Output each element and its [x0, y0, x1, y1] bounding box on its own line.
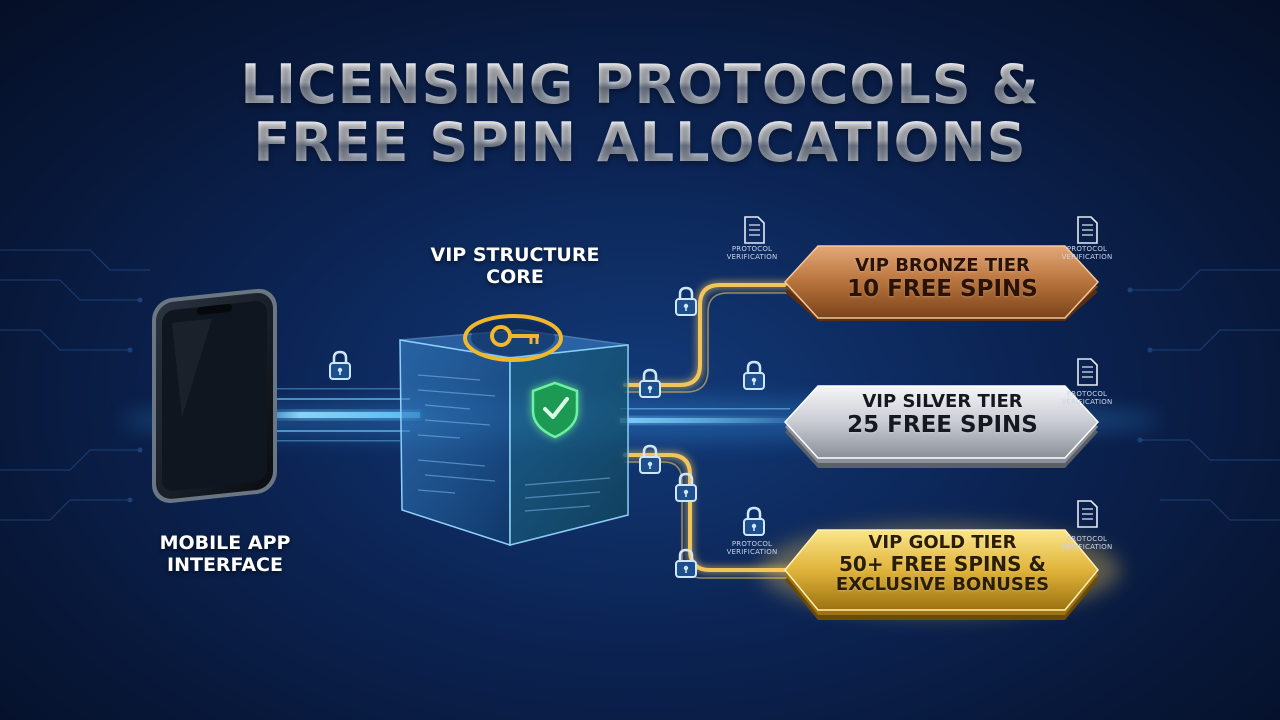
tier-plate-gold: [760, 525, 1120, 620]
document-icon: [1077, 500, 1098, 528]
tier-gold-extra: EXCLUSIVE BONUSES: [835, 574, 1050, 595]
verification-caption-3-line-1: PROTOCOL: [1066, 390, 1108, 398]
tier-silver-spins: 25 FREE SPINS: [847, 412, 1038, 438]
lock-icon: [675, 548, 697, 578]
title-line-2: FREE SPIN ALLOCATIONS: [0, 114, 1280, 172]
verification-caption-1-line-1: PROTOCOL: [731, 245, 773, 253]
lock-icon: [639, 368, 661, 398]
tier-silver: VIP SILVER TIER 25 FREE SPINS: [800, 391, 1085, 439]
circuit-lines-right: [1127, 269, 1280, 521]
lock-icon: [743, 506, 765, 536]
verification-caption-5: PROTOCOL VERIFICATION: [1057, 535, 1117, 551]
tier-gold-name: VIP GOLD TIER: [868, 532, 1017, 553]
lock-icon: [743, 360, 765, 390]
code-lines: [417, 374, 611, 512]
mobile-label-line-1: MOBILE APP: [159, 532, 291, 554]
tier-plate-silver: [783, 385, 1100, 468]
title-line-1: LICENSING PROTOCOLS &: [0, 56, 1280, 114]
lock-icon: [639, 444, 661, 474]
verification-caption-3-line-2: VERIFICATION: [1061, 398, 1113, 406]
vip-core-cube: [399, 329, 629, 547]
verification-caption-3: PROTOCOL VERIFICATION: [1057, 390, 1117, 406]
verification-caption-4-line-2: VERIFICATION: [726, 548, 778, 556]
verification-caption-4-line-1: PROTOCOL: [731, 540, 773, 548]
lock-icon: [675, 472, 697, 502]
tier-plate-bronze: [783, 245, 1100, 321]
lock-icon: [675, 286, 697, 316]
verification-caption-5-line-1: PROTOCOL: [1066, 535, 1108, 543]
verification-caption-1-line-2: VERIFICATION: [726, 253, 778, 261]
lock-icon: [329, 350, 351, 380]
document-icon: [1077, 358, 1098, 386]
tier-bronze-name: VIP BRONZE TIER: [855, 255, 1030, 276]
circuit-trace-to-bronze: [623, 283, 802, 393]
shield-check-icon: [531, 381, 579, 439]
document-icon: [1077, 216, 1098, 244]
circuit-lines-left: [0, 249, 150, 521]
verification-caption-2-line-1: PROTOCOL: [1066, 245, 1108, 253]
verification-caption-2-line-2: VERIFICATION: [1061, 253, 1113, 261]
mobile-label: MOBILE APP INTERFACE: [130, 532, 320, 576]
core-label-line-1: VIP STRUCTURE: [430, 244, 600, 266]
verification-caption-1: PROTOCOL VERIFICATION: [722, 245, 782, 261]
verification-caption-5-line-2: VERIFICATION: [1061, 543, 1113, 551]
data-beam-phone-to-core: [250, 388, 420, 442]
core-label-line-2: CORE: [486, 266, 544, 288]
data-beam-core-to-silver: [620, 408, 820, 423]
mobile-label-line-2: INTERFACE: [167, 554, 283, 576]
document-icon: [744, 216, 765, 244]
core-label: VIP STRUCTURE CORE: [400, 244, 630, 288]
verification-caption-4: PROTOCOL VERIFICATION: [722, 540, 782, 556]
key-icon: [463, 314, 563, 362]
verification-caption-2: PROTOCOL VERIFICATION: [1057, 245, 1117, 261]
tier-gold-spins: 50+ FREE SPINS &: [839, 552, 1046, 576]
smartphone-icon: [152, 288, 277, 504]
tier-bronze-spins: 10 FREE SPINS: [847, 276, 1038, 302]
tier-bronze: VIP BRONZE TIER 10 FREE SPINS: [800, 255, 1085, 303]
tier-gold: VIP GOLD TIER 50+ FREE SPINS & EXCLUSIVE…: [800, 533, 1085, 595]
tier-silver-name: VIP SILVER TIER: [862, 391, 1023, 412]
